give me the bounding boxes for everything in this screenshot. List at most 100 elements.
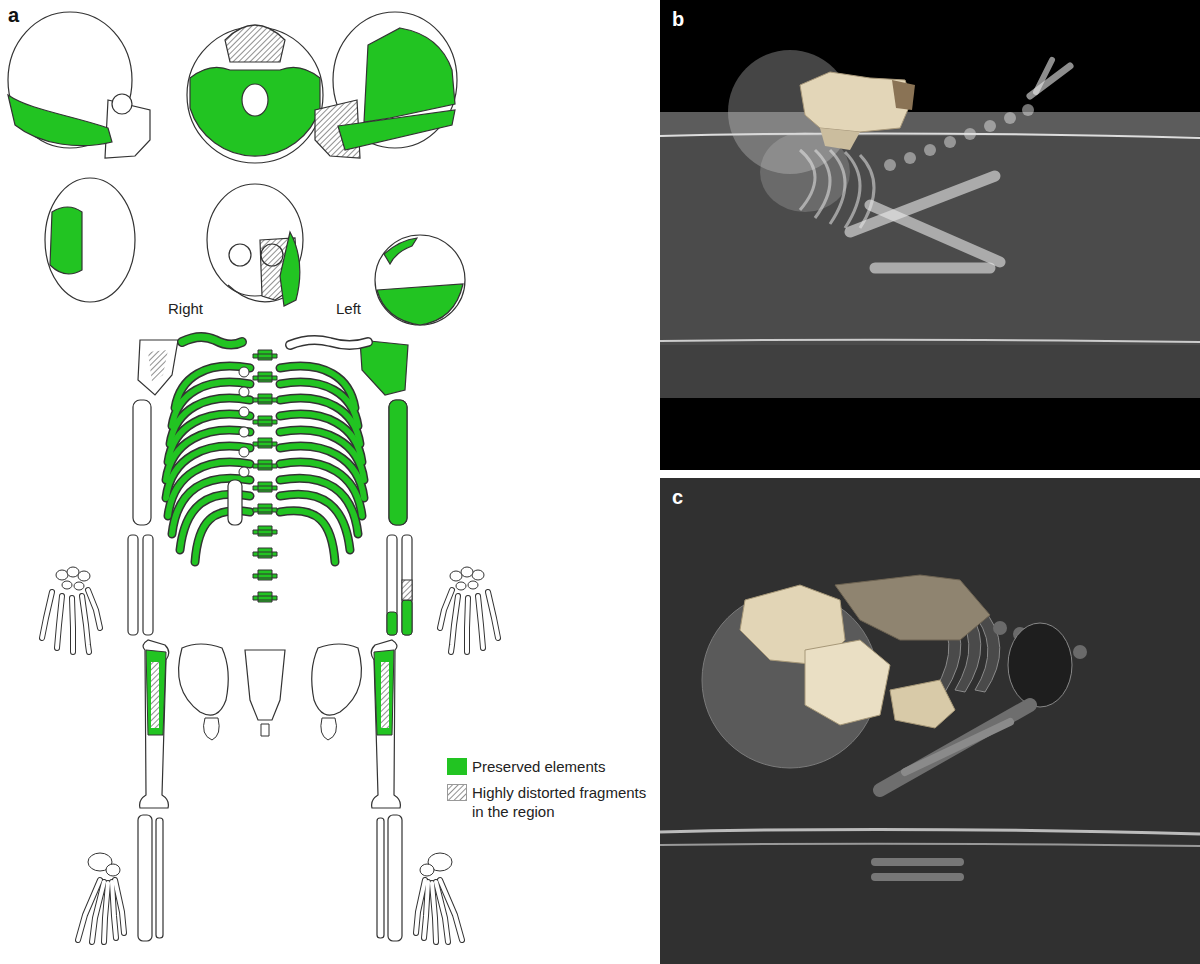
skeleton: [245, 650, 285, 720]
skeleton: [42, 337, 498, 942]
ct-render-c: [1073, 645, 1087, 659]
skull-frontal: [228, 285, 283, 302]
ct-render-c: [1008, 623, 1072, 707]
panel-letter: c: [672, 486, 683, 508]
left-ulna: [387, 612, 397, 635]
right-femur: [146, 650, 166, 735]
ct-render-b: [1036, 60, 1052, 92]
skeleton: [280, 366, 364, 562]
left-femur: [374, 650, 394, 735]
ct-render-c: [875, 858, 960, 866]
ct-render-b: [870, 205, 1000, 262]
skeleton: [148, 350, 168, 382]
ct-render-b: [904, 152, 916, 164]
ct-render-b: [860, 155, 874, 228]
skeleton: [166, 366, 250, 562]
skull-inferior: [225, 25, 285, 62]
ct-render-b: [884, 159, 896, 171]
skeleton: [290, 340, 368, 345]
distorted-fragment: [402, 580, 412, 600]
skull-posterior: [384, 238, 417, 264]
skeleton: [253, 570, 277, 580]
distorted-fragment: [151, 662, 159, 728]
legend-swatch: [447, 758, 467, 775]
skeleton: [182, 337, 242, 345]
skull-frontal: [261, 244, 283, 266]
skeleton: [228, 480, 242, 525]
ct-render-c: [660, 478, 1200, 964]
skull-right-lateral: [112, 94, 132, 114]
legend-swatch: [447, 784, 467, 801]
ct-render-c: [993, 621, 1007, 635]
skeleton: [253, 416, 277, 426]
ct-render-b: [830, 150, 845, 224]
ct-render-c: [875, 873, 960, 881]
skeleton: [360, 340, 408, 395]
ct-render-c: [660, 478, 1200, 964]
skull-posterior: [375, 235, 465, 325]
skeleton: [253, 438, 277, 448]
skeleton: [239, 467, 249, 477]
skeleton: [253, 592, 277, 602]
panel-letter: b: [672, 8, 684, 30]
skull-inferior: [190, 67, 320, 156]
ct-render-b: [875, 263, 990, 274]
ct-render-b: [800, 150, 815, 210]
ct-render-c: [835, 575, 990, 640]
skull-frontal: [229, 244, 251, 266]
legend-text: Highly distorted fragments in the region: [472, 783, 654, 821]
ct-render-b: [660, 0, 1200, 470]
skeleton: [253, 504, 277, 514]
ct-render-c: [890, 680, 955, 728]
skeleton: [253, 526, 277, 536]
skull-left-lateral: [364, 28, 455, 122]
skeleton: [138, 340, 178, 395]
skeleton: [261, 724, 269, 736]
skeleton: [253, 350, 277, 602]
skull-frontal: [207, 184, 303, 306]
ct-render-b: [815, 150, 830, 218]
ct-render-c: [805, 640, 890, 725]
skull-superior: [45, 178, 135, 302]
skeleton: [253, 460, 277, 470]
skull-left-lateral: [338, 110, 455, 150]
skeleton: [253, 372, 277, 382]
skeleton: [280, 366, 364, 562]
skeleton: [280, 366, 364, 562]
skeleton: [239, 367, 249, 477]
skull-inferior: [242, 84, 268, 116]
skeleton: [253, 394, 277, 404]
hatch-sample: [448, 785, 467, 801]
panel-letter: a: [8, 4, 19, 26]
ct-render-b: [845, 152, 860, 228]
ct-render-b: [984, 120, 996, 132]
skull-right-lateral: [8, 95, 112, 146]
skeleton: [239, 407, 249, 417]
distorted-fragment: [381, 662, 389, 728]
skeleton: [253, 548, 277, 558]
skeleton: [239, 427, 249, 437]
skull-superior: [50, 207, 82, 274]
ct-render-c: [660, 829, 1200, 834]
skeleton: [312, 400, 498, 942]
side-label: Right: [168, 300, 203, 318]
ct-render-b: [820, 128, 860, 150]
skeleton: [290, 340, 368, 345]
skull-superior: [45, 178, 135, 302]
ct-render-c: [660, 844, 1200, 846]
skeleton: [239, 387, 249, 397]
skull-posterior: [375, 235, 465, 325]
skeleton: [182, 337, 242, 345]
side-label: Left: [336, 300, 361, 318]
skull-left-lateral: [315, 12, 457, 158]
skull-frontal: [280, 232, 300, 306]
ct-render-b: [660, 112, 1200, 398]
ct-render-b: [1022, 104, 1034, 116]
skull-inferior: [187, 25, 323, 163]
skeleton: [166, 366, 250, 562]
ct-render-b: [964, 128, 976, 140]
skeleton: [239, 447, 249, 457]
skeleton: [253, 350, 277, 360]
